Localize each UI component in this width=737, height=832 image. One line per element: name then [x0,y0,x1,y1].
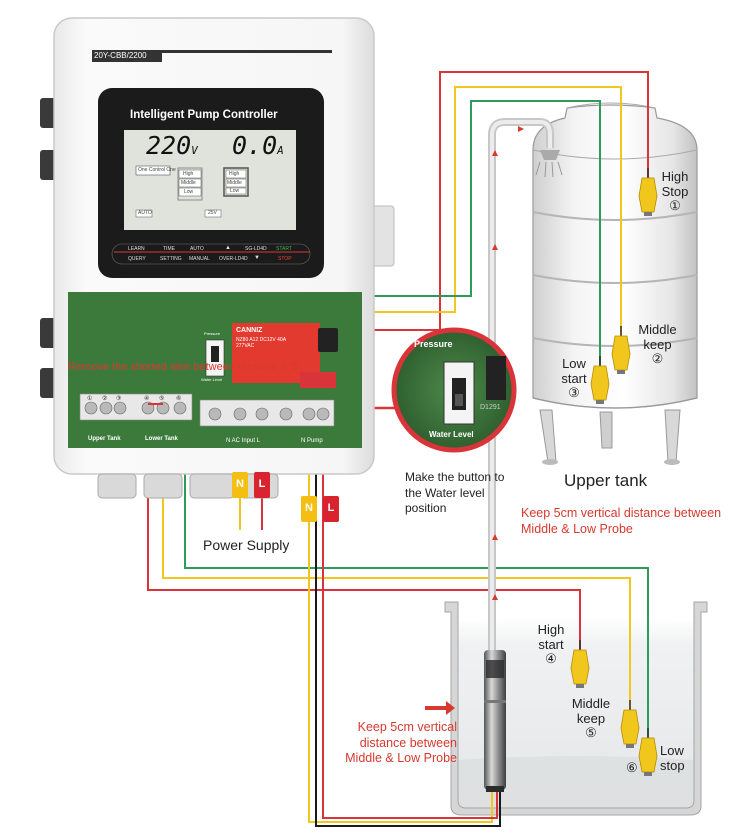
lower-low-text: Low [660,743,684,758]
probe-upper-high [638,168,658,216]
warning-text: Remove the shorted wire between terminal… [68,361,300,373]
terminal-2: ② [102,396,108,402]
lcd-mode: One Control One [138,167,176,173]
lcd-left-high: High [183,171,194,177]
terminal-4: ④ [144,396,150,402]
upper-tank-note: Keep 5cm vertical distance between Middl… [521,506,722,537]
lower-keep-text: keep [576,710,606,726]
current-value: 0.0 [232,131,278,160]
lower-middle-text: Middle [571,696,611,711]
voltage-unit: V [191,144,198,157]
upper-high-label: High Stop ① [655,169,695,214]
key-over[interactable]: OVER-LD4D [219,256,248,262]
lcd-left-middle: Middle [181,180,196,186]
upper-keep-text: keep [643,336,672,352]
lower-high-num: ④ [545,651,557,667]
lower-tank-terminal-label: Lower Tank [145,436,178,442]
controller-box [40,17,395,499]
key-down-icon[interactable]: ▼ [254,255,260,261]
ac-input-label: N AC Input L [226,438,261,444]
lower-tank-drawing [444,601,708,816]
upper-middle-num: ② [651,351,664,367]
upper-low-text: Low [562,356,586,371]
key-start[interactable]: START [276,246,292,252]
terminal-1: ① [87,396,93,402]
lower-middle-num: ⑤ [585,725,597,741]
key-stop[interactable]: STOP [278,256,292,262]
terminal-3: ③ [116,396,122,402]
pump-n-tag: N [305,502,313,514]
lower-low-label: Low stop [660,743,685,773]
key-query[interactable]: QUERY [128,256,146,262]
lower-high-text: High [537,622,565,637]
key-sg[interactable]: SG-LD4D [245,246,267,252]
power-l-tag: L [258,478,266,490]
current-readout: 0.0A [232,131,284,160]
switch-pressure: Pressure [204,331,221,336]
probe-lower-high [570,640,590,688]
upper-low-num: ③ [568,385,580,401]
terminal-6: ⑥ [176,396,182,402]
lower-tank-note: Keep 5cm vertical distance between Middl… [345,720,457,766]
upper-start-text: start [561,370,587,386]
upper-high-num: ① [669,198,681,214]
zoom-caption: Make the button to the Water level posit… [405,470,505,516]
upper-tank-label: Upper tank [564,471,648,490]
controller-title: Intelligent Pump Controller [130,109,278,121]
terminal-5: ⑤ [159,396,165,402]
pump-wires [308,420,501,827]
key-time[interactable]: TIME [163,246,175,252]
lower-middle-label: Middle keep ⑤ [563,696,619,741]
probe-upper-low [590,356,610,404]
lcd-right-middle: Middle [227,180,242,186]
probe-upper-middle [611,326,631,374]
power-supply-label: Power Supply [203,537,290,553]
zoom-chip: D1291 [480,404,501,411]
green-wire-lower [184,450,649,745]
key-auto[interactable]: AUTO [190,246,204,252]
water-pipe [488,118,563,690]
lcd-right-low: Low [230,188,240,194]
switch-level: Water Level [201,377,223,382]
key-learn[interactable]: LEARN [128,246,145,252]
red-wire-lower [147,410,581,660]
probe-lower-middle [620,700,640,748]
zoom-detail-circle [391,327,517,453]
key-up-icon[interactable]: ▲ [225,245,231,251]
key-setting[interactable]: SETTING [160,256,182,262]
zoom-water-level: Water Level [429,430,474,439]
voltage-readout: 220V [146,131,198,160]
lcd-auto: AUTO [138,210,152,216]
red-arrow [425,701,455,715]
tags [232,472,339,522]
lower-stop-text: stop [660,757,685,773]
submersible-pump [484,650,506,792]
upper-tank-drawing [532,102,698,465]
lower-start-text: start [538,636,564,652]
lcd-voltage-tag: 25V [208,210,217,216]
probe-lower-low [638,728,658,776]
model-label: 20Y-CBB/2200 [94,51,147,60]
lower-high-label: High start ④ [529,622,573,667]
zoom-pressure: Pressure [414,339,453,349]
upper-middle-label: Middle keep ② [630,322,685,367]
relay-text: NZ80 A12 DC12V 40A 277VAC [236,337,286,349]
current-unit: A [277,144,284,157]
pump-terminal-label: N Pump [301,438,323,444]
upper-stop-text: Stop [661,183,689,199]
upper-middle-text: Middle [638,322,677,337]
upper-high-text: High [661,169,689,184]
upper-low-label: Low start ③ [552,356,596,401]
upper-tank-terminal-label: Upper Tank [88,436,121,442]
lower-low-num: ⑥ [626,760,638,775]
voltage-value: 220 [146,131,192,160]
lcd-right-high: High [229,171,240,177]
power-n-tag: N [236,478,244,490]
key-manual[interactable]: MANUAL [189,256,210,262]
pump-l-tag: L [327,502,335,514]
relay-brand: CANNIZ [236,327,263,334]
lcd-left-low: Low [184,189,194,195]
